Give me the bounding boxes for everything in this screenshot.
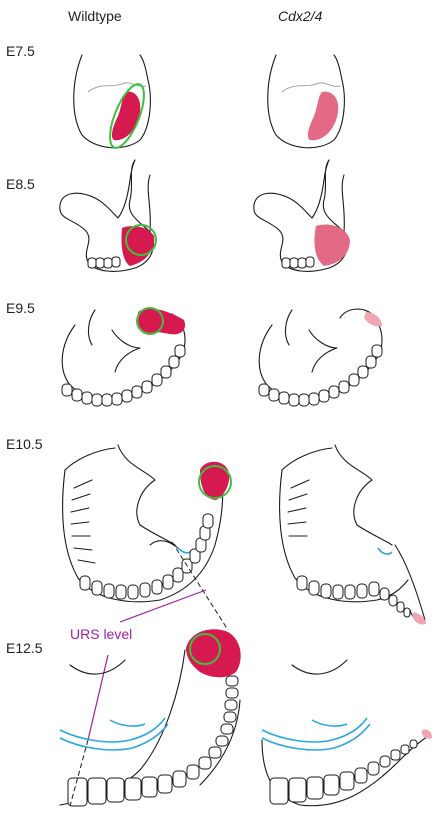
e9-5-wildtype-embryo — [62, 308, 185, 406]
e12-5-mutant-embryo — [262, 660, 432, 806]
e8-5-mutant-embryo — [254, 160, 350, 271]
e7-5-mutant-embryo — [268, 55, 345, 148]
e9-5-mutant-somites — [259, 345, 382, 406]
e10-5-wildtype-embryo — [63, 445, 231, 630]
e8-5-wildtype-somites — [88, 257, 120, 268]
e10-5-wildtype-ribs — [71, 480, 95, 563]
e9-5-wildtype-somites — [62, 345, 185, 406]
e12-5-wildtype-embryo — [60, 629, 241, 806]
e7-5-wildtype-embryo — [74, 55, 151, 152]
e12-5-mutant-somites — [270, 740, 417, 804]
e10-5-mutant-ribs — [288, 480, 309, 536]
e8-5-mutant-somites — [282, 257, 314, 268]
e10-5-mutant-embryo — [280, 445, 426, 625]
e9-5-mutant-embryo — [259, 309, 382, 406]
e10-5-wildtype-somites — [80, 514, 213, 599]
e8-5-wildtype-embryo — [60, 160, 156, 271]
urs-level-line — [88, 655, 108, 740]
e10-5-mutant-somites — [297, 576, 410, 617]
